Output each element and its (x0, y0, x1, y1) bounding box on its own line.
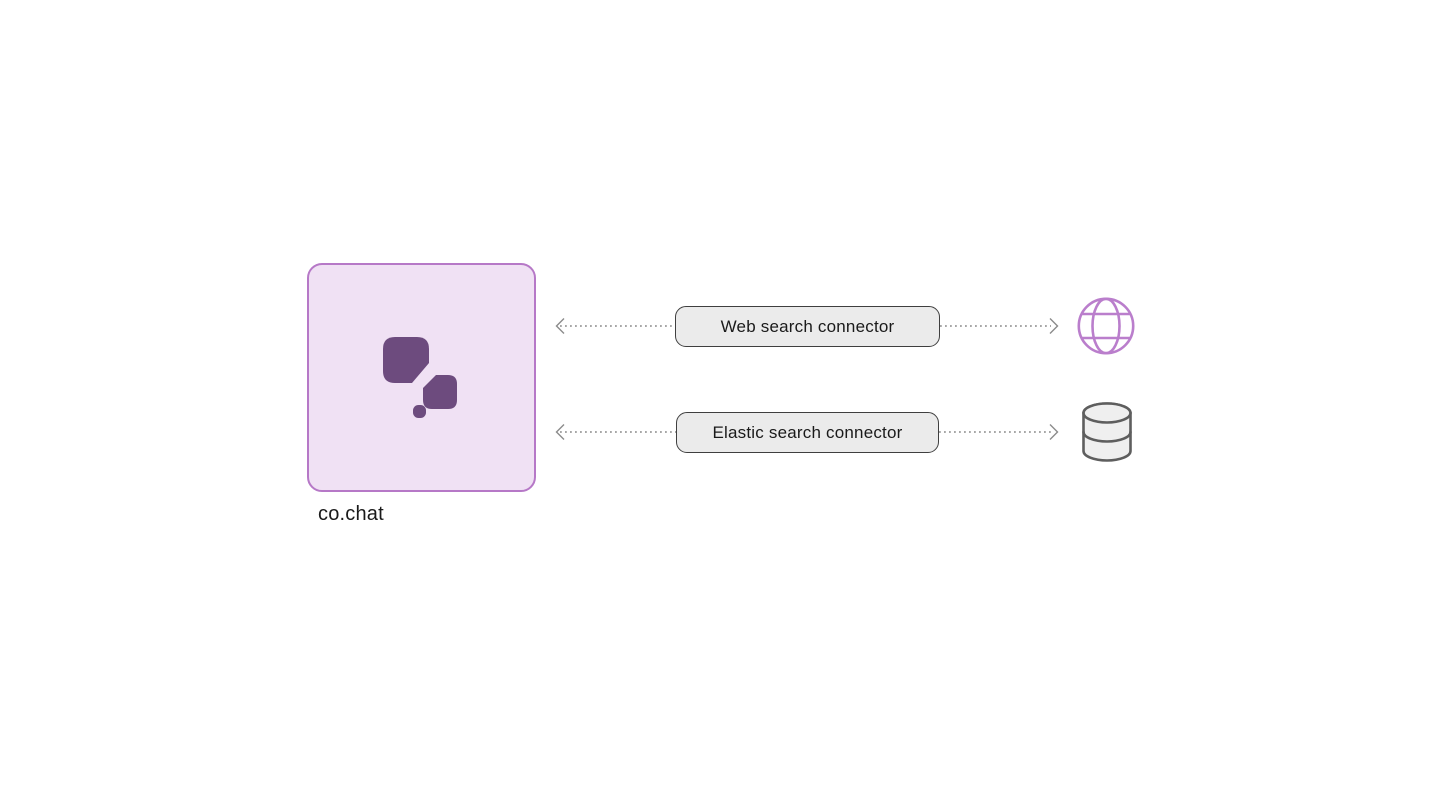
arrow-left-icon (555, 318, 675, 334)
cochat-node (307, 263, 536, 492)
arrow-right-icon (940, 318, 1059, 334)
globe-icon (1077, 297, 1135, 355)
database-icon (1082, 402, 1132, 462)
cochat-label: co.chat (318, 503, 384, 525)
web-search-connector-label: Web search connector (720, 316, 895, 336)
elastic-search-connector-label: Elastic search connector (712, 422, 903, 442)
cochat-logo-icon (382, 336, 457, 418)
elastic-search-connector-pill: Elastic search connector (676, 412, 939, 453)
web-search-connector-pill: Web search connector (675, 306, 940, 347)
arrow-right-icon (939, 424, 1059, 440)
arrow-left-icon (555, 424, 676, 440)
